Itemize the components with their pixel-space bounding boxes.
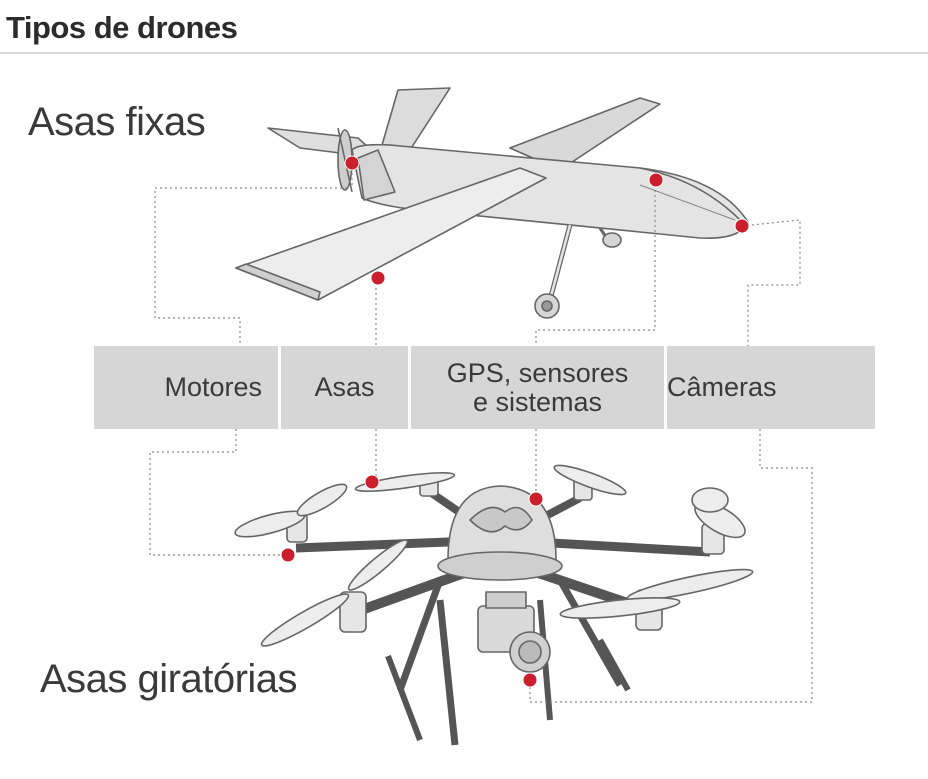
marker-rotary-motor bbox=[280, 547, 296, 563]
marker-rotary-camera bbox=[522, 672, 538, 688]
component-asas: Asas bbox=[281, 346, 408, 429]
component-motores: Motores bbox=[94, 346, 278, 429]
title-divider bbox=[0, 52, 928, 54]
marker-fixed-gps bbox=[648, 172, 664, 188]
rotary-wing-drone-illustration bbox=[234, 464, 754, 746]
component-label: Asas bbox=[314, 372, 375, 402]
component-label: Câmeras bbox=[667, 372, 777, 402]
component-markers bbox=[280, 155, 750, 688]
fixed-wing-drone-illustration bbox=[235, 87, 749, 319]
component-gps-sensores: GPS, sensores e sistemas bbox=[411, 346, 664, 429]
leader-lines bbox=[149, 163, 813, 703]
fixed-wing-heading: Asas fixas bbox=[28, 100, 206, 144]
marker-fixed-wing bbox=[370, 270, 386, 286]
marker-rotary-gps bbox=[528, 491, 544, 507]
marker-fixed-camera bbox=[734, 218, 750, 234]
component-label: Motores bbox=[164, 372, 262, 402]
page-title: Tipos de drones bbox=[6, 10, 238, 45]
component-label-bar: Motores Asas GPS, sensores e sistemas Câ… bbox=[94, 346, 878, 429]
marker-rotary-wing bbox=[364, 474, 380, 490]
component-cameras: Câmeras bbox=[667, 346, 875, 429]
component-label: GPS, sensores e sistemas bbox=[446, 357, 629, 417]
marker-fixed-motor bbox=[344, 155, 360, 171]
rotary-wing-heading: Asas giratórias bbox=[40, 657, 298, 701]
